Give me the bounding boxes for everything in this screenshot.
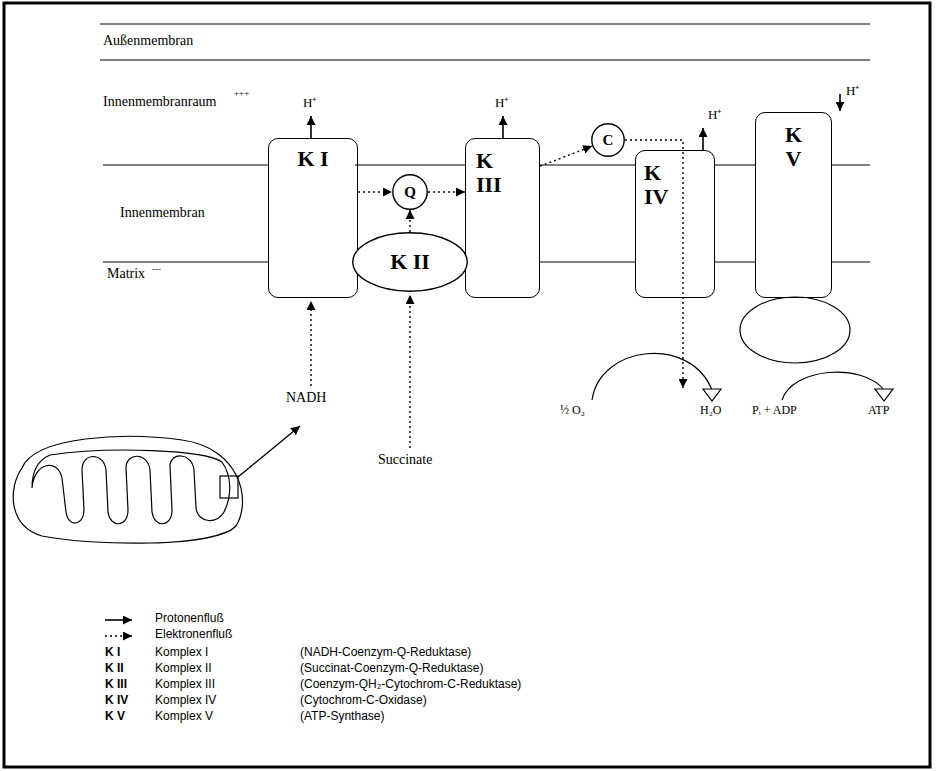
diagram-label: NADH	[286, 390, 326, 406]
legend-table-cell: Komplex V	[155, 710, 213, 724]
diagram-label: H⁺	[495, 96, 508, 111]
electron-flow-arrow	[428, 191, 465, 192]
reaction-arrowhead	[703, 389, 721, 401]
outer-membrane-line	[100, 60, 870, 61]
diagram-label: H⁺	[708, 108, 721, 123]
diagram-label: Succinate	[378, 452, 432, 468]
legend-table-cell: K III	[105, 678, 127, 692]
complex-label: K II	[390, 250, 430, 274]
diagram-label: ½ O₂	[560, 404, 585, 418]
electron-flow-arrow	[540, 146, 592, 166]
diagram-label: Matrix	[107, 266, 145, 282]
zoom-arrow	[238, 426, 300, 477]
mitochondrion-figure	[13, 436, 242, 543]
legend-text: Protonenfluß	[155, 612, 224, 626]
legend-text: Elektronenfluß	[155, 628, 232, 642]
legend-table-cell: (NADH-Coenzym-Q-Reduktase)	[300, 646, 471, 660]
complex-box: K V	[755, 112, 832, 298]
complex-label: C	[603, 132, 614, 149]
diagram-label: Außenmembran	[103, 33, 193, 49]
legend-table-cell: (Cytochrom-C-Oxidase)	[300, 694, 427, 708]
diagram-label: Innenmembran	[120, 205, 205, 221]
legend-sample-electron	[105, 635, 132, 636]
electron-flow-line	[311, 140, 683, 448]
legend-table-cell: (Coenzym-QH₂-Cytochrom-C-Reduktase)	[300, 678, 521, 692]
legend-table-cell: K IV	[105, 694, 128, 708]
complex-label: Q	[404, 184, 416, 201]
legend-table-cell: K V	[105, 710, 125, 724]
legend-sample-proton	[105, 619, 132, 621]
diagram-label: H⁺	[846, 84, 859, 99]
complex-label: K V	[785, 123, 802, 171]
diagram-label: +++	[234, 88, 249, 98]
atp-synthase-head	[740, 297, 850, 363]
diagram-label: ---	[152, 264, 161, 274]
legend-table-cell: K I	[105, 646, 120, 660]
diagram-label: Innenmembranraum	[103, 94, 217, 110]
complex-box: K I	[268, 138, 358, 298]
complex-label: K I	[269, 147, 357, 171]
reaction-arc	[782, 372, 884, 400]
diagram-label: H⁺	[303, 96, 316, 111]
legend-table-cell: K II	[105, 662, 124, 676]
diagram-label: ATP	[868, 404, 889, 418]
electron-flow-arrow	[358, 191, 392, 192]
complex-box: K IV	[635, 150, 715, 298]
complex-ellipse: K II	[352, 232, 468, 292]
complex-label: K III	[476, 149, 502, 197]
frame	[4, 3, 930, 767]
proton-flow-arrow	[311, 94, 840, 150]
complex-label: K IV	[644, 161, 668, 209]
legend-table-cell: (Succinat-Coenzym-Q-Reduktase)	[300, 662, 483, 676]
complex-box: K III	[465, 138, 540, 298]
outer-membrane-line	[100, 24, 870, 25]
coenzyme-circle: Q	[392, 174, 428, 210]
legend-table-cell: Komplex I	[155, 646, 208, 660]
electron-flow-arrow	[409, 210, 410, 232]
diagram-label: Pᵢ + ADP	[752, 404, 797, 418]
legend-table-cell: Komplex IV	[155, 694, 216, 708]
legend-table-cell: (ATP-Synthase)	[300, 710, 384, 724]
reaction-arc	[592, 353, 712, 400]
legend-table-cell: Komplex II	[155, 662, 212, 676]
legend-table-cell: Komplex III	[155, 678, 215, 692]
reaction-arrowhead	[875, 389, 893, 401]
cytochrome-circle: C	[591, 123, 625, 157]
diagram-label: H₂O	[700, 404, 722, 418]
